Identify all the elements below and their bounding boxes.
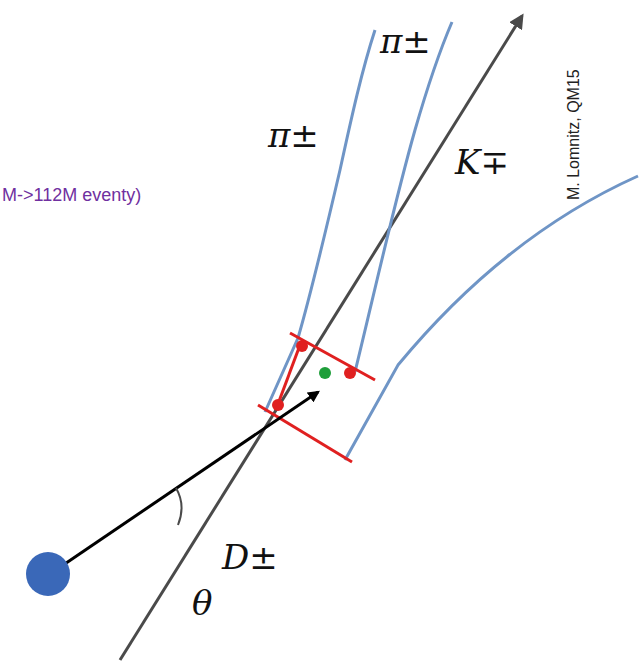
kaon-track <box>345 176 638 460</box>
particle-label: π± <box>268 118 319 152</box>
dca-point <box>344 367 356 379</box>
dca-line <box>290 333 375 380</box>
dca-point <box>272 399 284 411</box>
angle-label: θ <box>192 586 212 620</box>
credit-text: M. Lomnitz, QM15 <box>566 69 582 200</box>
d-meson-path <box>50 392 318 574</box>
tracks <box>265 22 638 460</box>
particle-label: D± <box>222 540 278 574</box>
dca-lines <box>258 333 375 462</box>
particle-label: K∓ <box>455 145 509 179</box>
dca-line <box>258 405 352 462</box>
dca-line <box>278 345 300 404</box>
particle-label: π± <box>380 24 431 58</box>
momentum-axis <box>120 16 522 660</box>
angle-arc <box>176 488 182 525</box>
dca-point <box>296 340 308 352</box>
statistics-note: M->112M eventy) <box>2 186 141 204</box>
primary-vertex <box>26 552 70 596</box>
secondary-vertex <box>319 367 331 379</box>
